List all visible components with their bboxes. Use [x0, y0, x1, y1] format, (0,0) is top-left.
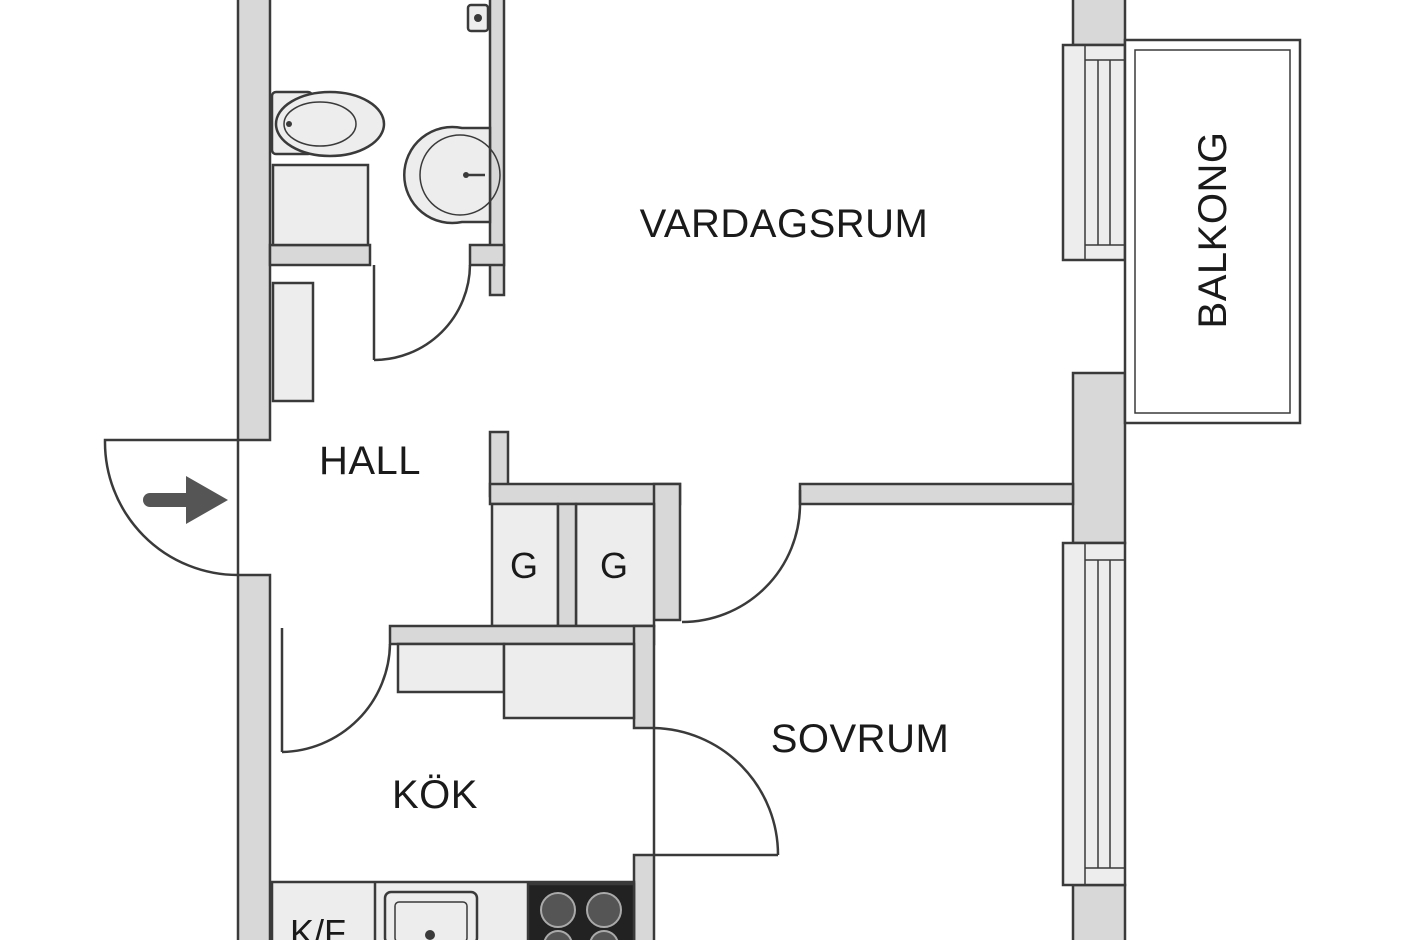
window-lower [1061, 541, 1127, 887]
window-upper [1061, 43, 1127, 262]
kitchen-label: KÖK [392, 773, 478, 817]
wall-closet-right [652, 482, 682, 622]
balcony-label: BALKONG [1191, 132, 1235, 329]
wall-bathroom-bottom [268, 243, 372, 267]
stove-icon [526, 882, 636, 940]
wall-right-bottom [1071, 883, 1127, 940]
wardrobe-2-label: G [600, 545, 628, 586]
living-room-label: VARDAGSRUM [640, 202, 929, 246]
wall-bathroom-bottom-right [468, 243, 506, 267]
fridge-freezer-label: K/F [290, 912, 346, 940]
kitchen-cabinet-right [502, 642, 636, 720]
entrance-arrow-icon [143, 476, 228, 524]
hall-closet [271, 281, 315, 403]
entrance-door [103, 438, 240, 577]
bedroom-label: SOVRUM [771, 717, 950, 761]
wall-kitchen-top [388, 624, 656, 646]
wall-kitchen-bedroom-lower [632, 853, 656, 940]
wall-left-upper [236, 0, 272, 442]
bedroom-door-lower [652, 726, 780, 857]
balcony [1123, 38, 1302, 425]
wall-living-bedroom [798, 482, 1075, 506]
bathroom-door [372, 264, 472, 362]
wall-hall-horizontal [488, 482, 682, 506]
toilet-icon [270, 90, 386, 158]
sink-icon [403, 125, 501, 225]
wall-right-mid [1071, 371, 1127, 545]
bathroom-cabinet [271, 163, 370, 247]
wall-right-top [1071, 0, 1127, 47]
wardrobe-2 [574, 502, 656, 628]
wardrobe-1 [490, 502, 560, 628]
bedroom-door-upper [681, 490, 802, 624]
wall-kitchen-bedroom [632, 624, 656, 730]
shower-fixture [466, 3, 490, 33]
wardrobe-1-label: G [510, 545, 538, 586]
kitchen-door [280, 628, 392, 754]
kitchen-sink-icon [383, 890, 479, 940]
hall-label: HALL [319, 439, 421, 483]
kitchen-cabinet-left [396, 642, 506, 694]
wall-between-wardrobes [556, 502, 578, 628]
wall-left-lower [236, 573, 272, 940]
